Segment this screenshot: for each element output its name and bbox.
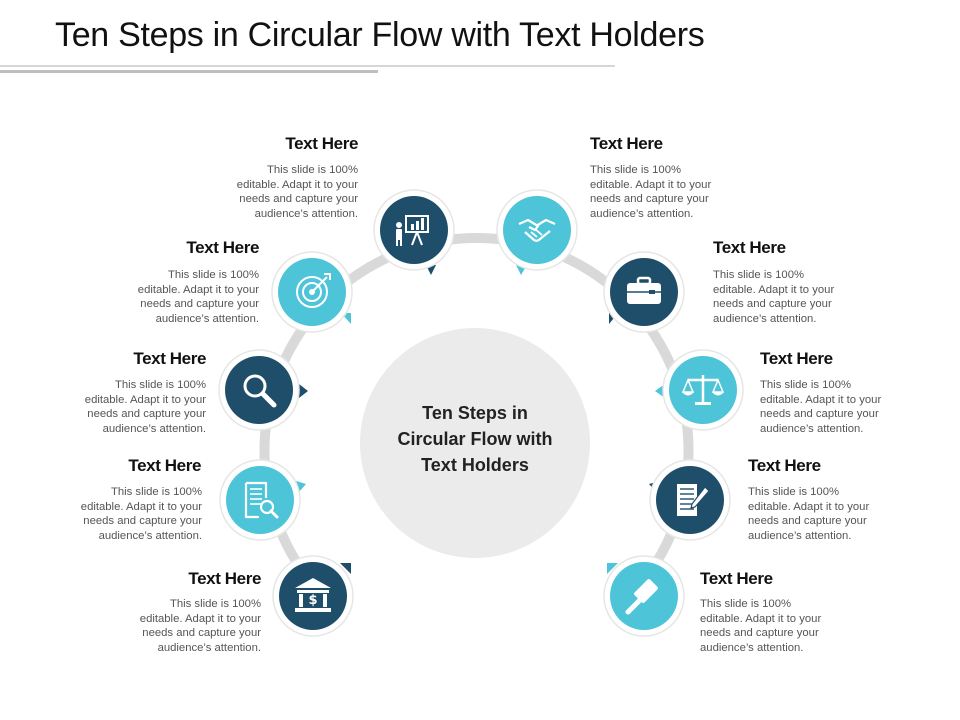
step-node (373, 189, 455, 275)
step-description: This slide is 100% editable. Adapt it to… (713, 269, 835, 325)
step-description: This slide is 100% editable. Adapt it to… (84, 379, 206, 435)
step-node (496, 189, 578, 275)
step-node (219, 459, 306, 541)
center-label-line: Ten Steps in (422, 403, 528, 423)
handshake-icon (518, 218, 556, 242)
step-heading: Text Here (760, 349, 833, 368)
contract-signing-icon (677, 484, 710, 516)
scales-icon (681, 375, 725, 405)
title-underline-dark (0, 70, 378, 73)
step-node (655, 349, 744, 431)
document-search-icon (244, 481, 279, 519)
step-heading: Text Here (188, 569, 261, 588)
flow-arrow-marker (299, 384, 308, 398)
step-node (271, 251, 353, 333)
step-heading: Text Here (133, 349, 206, 368)
presentation-icon (396, 215, 429, 246)
step-node (649, 459, 731, 541)
step-description: This slide is 100% editable. Adapt it to… (236, 164, 358, 220)
step-node (218, 349, 308, 431)
magnifier-icon (243, 374, 277, 408)
step-node (603, 555, 685, 637)
flow-arrow-marker (607, 563, 618, 574)
node-disc (226, 466, 294, 534)
node-disc (225, 356, 293, 424)
step-heading: Text Here (186, 238, 259, 257)
step-description: This slide is 100% editable. Adapt it to… (700, 598, 822, 654)
title-underline-light (0, 65, 615, 67)
step-heading: Text Here (700, 569, 773, 588)
center-disc (360, 328, 590, 558)
step-heading: Text Here (713, 238, 786, 257)
flow-ring (259, 233, 694, 590)
step-description: This slide is 100% editable. Adapt it to… (590, 164, 712, 220)
gavel-icon (625, 579, 658, 615)
target-icon (296, 273, 331, 308)
step-description: This slide is 100% editable. Adapt it to… (137, 269, 259, 325)
node-disc (279, 562, 347, 630)
center-label-line: Text Holders (421, 455, 529, 475)
center-label: Ten Steps in Circular Flow with Text Hol… (372, 400, 578, 478)
step-description: This slide is 100% editable. Adapt it to… (80, 486, 202, 542)
step-description: This slide is 100% editable. Adapt it to… (748, 486, 870, 542)
flow-arrow-marker (340, 563, 351, 574)
step-description: This slide is 100% editable. Adapt it to… (139, 598, 261, 654)
center-label-line: Circular Flow with (397, 429, 553, 449)
bank-icon: $ (295, 578, 331, 612)
svg-text:$: $ (308, 593, 317, 608)
step-description: This slide is 100% editable. Adapt it to… (760, 379, 882, 435)
step-heading: Text Here (590, 134, 663, 153)
step-heading: Text Here (128, 456, 201, 475)
step-node (603, 251, 685, 333)
step-heading: Text Here (285, 134, 358, 153)
slide-title: Ten Steps in Circular Flow with Text Hol… (55, 16, 705, 54)
step-heading: Text Here (748, 456, 821, 475)
step-node: $ (272, 555, 354, 637)
briefcase-icon (627, 276, 661, 304)
